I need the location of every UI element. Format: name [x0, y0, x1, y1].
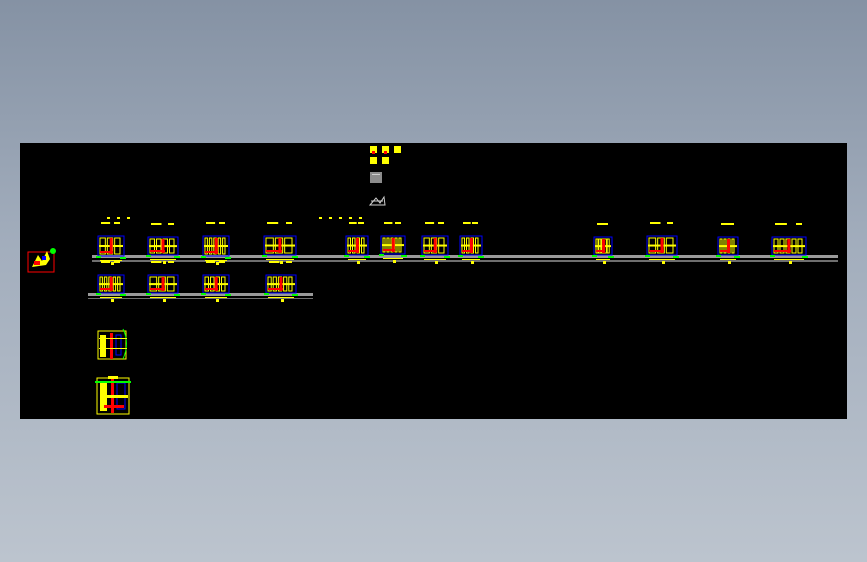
legend-block-gray	[370, 172, 382, 183]
label-dots-center	[319, 217, 362, 219]
ground-line-row1	[92, 255, 838, 262]
legend-block-top	[370, 146, 401, 164]
elevation-drawing[interactable]	[201, 222, 231, 265]
elevation-drawing[interactable]	[592, 223, 614, 264]
legend-block-sketch	[368, 195, 386, 206]
elevation-drawing[interactable]	[96, 222, 126, 265]
detail-drawing-1[interactable]	[97, 328, 127, 360]
elevation-drawing[interactable]	[770, 223, 808, 264]
elevation-drawing[interactable]	[645, 222, 679, 264]
site-locator-icon[interactable]	[27, 248, 56, 273]
elevation-drawing[interactable]	[201, 261, 231, 302]
detail-drawing-2[interactable]	[95, 376, 131, 415]
cad-drawing-svg	[27, 146, 838, 415]
label-dots-left	[107, 217, 130, 219]
elevation-drawing[interactable]	[264, 261, 298, 302]
elevation-drawing[interactable]	[379, 222, 407, 263]
ground-line-row2	[88, 293, 313, 299]
elevation-drawing[interactable]	[458, 222, 484, 264]
elevation-drawing[interactable]	[716, 223, 740, 264]
elevations-row-1	[96, 222, 808, 265]
elevation-drawing[interactable]	[262, 222, 298, 264]
elevation-drawing[interactable]	[146, 261, 180, 302]
cad-drawing-canvas[interactable]	[20, 143, 847, 419]
elevations-row-2	[96, 261, 298, 302]
elevation-drawing[interactable]	[146, 223, 180, 264]
elevation-drawing[interactable]	[344, 222, 370, 264]
elevation-drawing[interactable]	[96, 261, 126, 302]
elevation-drawing[interactable]	[420, 222, 450, 264]
